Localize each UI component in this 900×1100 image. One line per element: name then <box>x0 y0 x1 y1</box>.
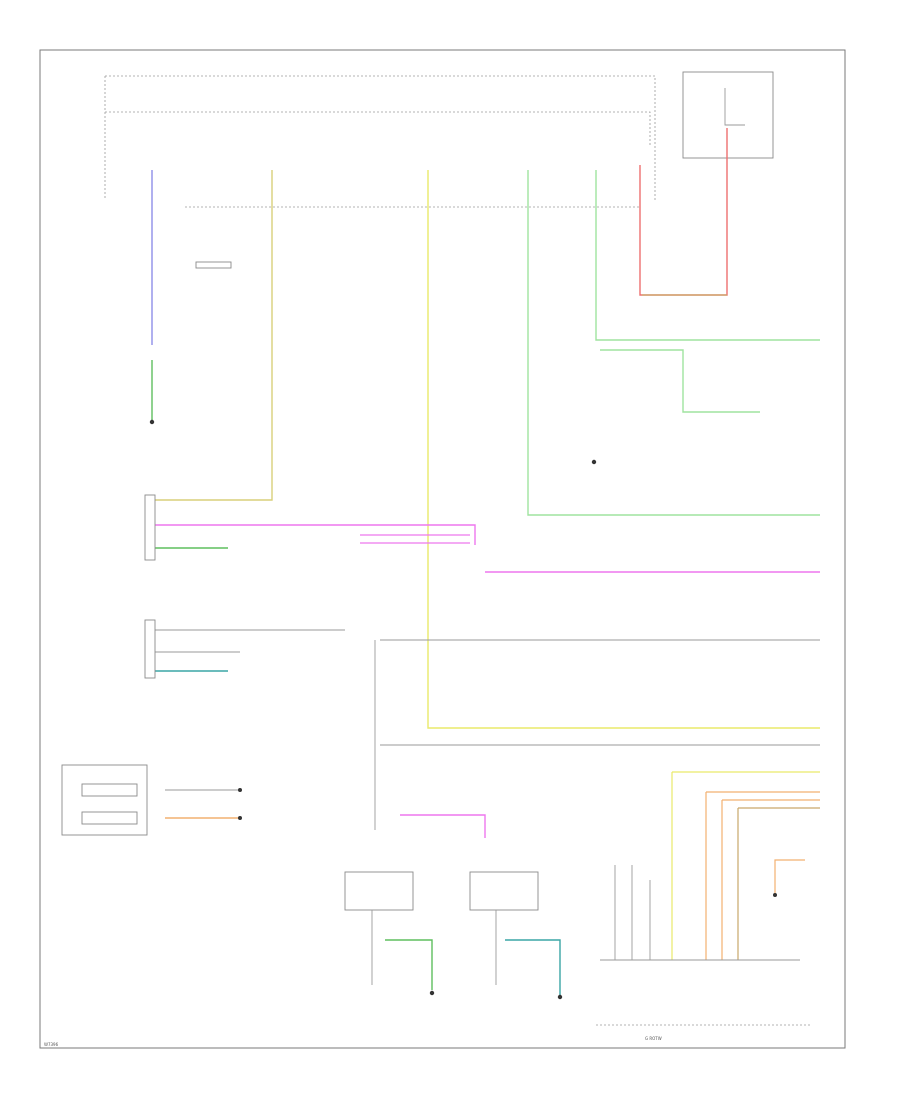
wire-yellow-bottom <box>671 771 820 960</box>
ground-node-4 <box>591 459 597 465</box>
footer-code: W7396 <box>44 1042 59 1047</box>
wire-red <box>639 128 728 296</box>
ground-node-6 <box>238 788 242 792</box>
left-front-lamp-module <box>469 871 539 911</box>
wire-orange-5 <box>774 859 805 895</box>
wire-orange-4 <box>737 807 820 960</box>
wire-light-green-2 <box>595 170 820 341</box>
ground-node-7 <box>773 893 777 897</box>
turn-lamp-assembly-left <box>144 619 156 679</box>
wire-orange-3 <box>721 799 820 960</box>
switch-b <box>81 811 138 825</box>
top-bus-lower <box>105 111 651 145</box>
wire-magenta-5 <box>400 814 486 838</box>
wire-green-bottom <box>385 939 433 990</box>
module-internal-link <box>724 88 745 126</box>
turn-lamp-assembly-right <box>144 494 156 561</box>
wire-light-green-3 <box>600 349 760 413</box>
wire-teal-bottom <box>505 939 561 995</box>
wire-yellow-tan <box>155 170 273 501</box>
right-front-lamp-module <box>344 871 414 911</box>
wire-light-green <box>527 170 820 516</box>
steering-control-module <box>61 764 148 836</box>
top-bus-upper <box>105 75 656 200</box>
diagram-frame <box>39 49 846 1049</box>
wire-magenta-1 <box>155 524 476 545</box>
wire-yellow <box>427 170 820 729</box>
ground-node-3 <box>557 994 563 1000</box>
wire-orange-2 <box>705 791 820 960</box>
fuse-block-a <box>195 261 232 269</box>
power-distribution-module <box>682 71 774 159</box>
lower-center-label: G ROTW <box>645 1036 662 1041</box>
switch-a <box>81 783 138 797</box>
ground-node-1 <box>149 419 155 425</box>
ground-node-5 <box>238 816 242 820</box>
ground-node-2 <box>429 990 435 996</box>
